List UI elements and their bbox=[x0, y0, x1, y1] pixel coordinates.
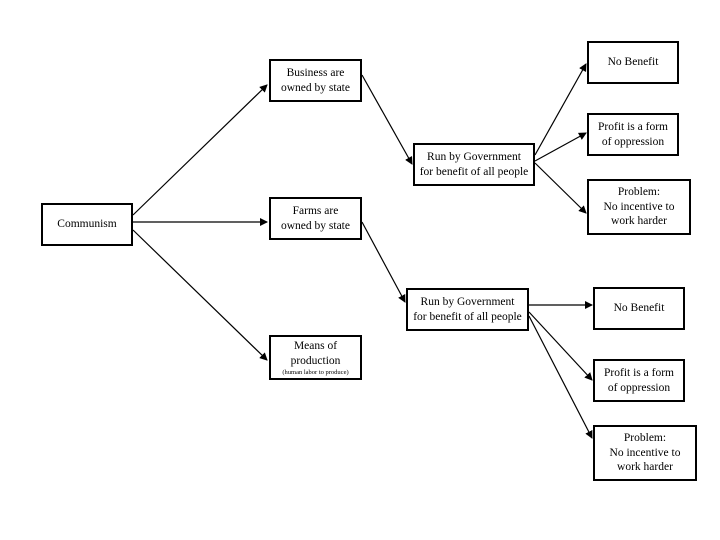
node-business-line2: owned by state bbox=[281, 81, 350, 94]
node-farms-line1: Farms are bbox=[292, 204, 339, 217]
arrow-rungov-top-profit bbox=[534, 132, 587, 162]
node-problem-top: Problem: No incentive to work harder bbox=[587, 179, 691, 235]
node-no-benefit-top: No Benefit bbox=[587, 41, 679, 84]
node-communism-label: Communism bbox=[57, 218, 117, 231]
node-rungov-top-line1: Run by Government bbox=[427, 150, 521, 163]
arrow-communism-means bbox=[132, 229, 268, 361]
node-business-owned-by-state: Business are owned by state bbox=[269, 59, 362, 102]
node-profit-oppression-top: Profit is a form of oppression bbox=[587, 113, 679, 156]
node-problem-bottom-line1: Problem: bbox=[623, 431, 667, 444]
node-means-line2: production bbox=[290, 354, 341, 367]
node-profit-bottom-line2: of oppression bbox=[607, 381, 671, 394]
node-farms-owned-by-state: Farms are owned by state bbox=[269, 197, 362, 240]
node-means-note: (human labor to produce) bbox=[282, 368, 349, 376]
node-problem-top-line3: work harder bbox=[611, 215, 667, 228]
node-run-by-government-top: Run by Government for benefit of all peo… bbox=[413, 143, 535, 186]
node-profit-top-line2: of oppression bbox=[601, 135, 665, 148]
node-business-line1: Business are bbox=[286, 66, 345, 79]
node-no-benefit-top-label: No Benefit bbox=[607, 56, 659, 69]
node-rungov-bottom-line1: Run by Government bbox=[420, 295, 515, 308]
node-profit-oppression-bottom: Profit is a form of oppression bbox=[593, 359, 685, 402]
node-problem-bottom-line2: No incentive to bbox=[609, 446, 681, 459]
arrow-rungov-bottom-profit bbox=[528, 311, 593, 381]
node-communism: Communism bbox=[41, 203, 133, 246]
node-means-of-production: Means of production (human labor to prod… bbox=[269, 335, 362, 380]
node-profit-bottom-line1: Profit is a form bbox=[604, 366, 674, 379]
arrow-rungov-top-nobenefit bbox=[534, 63, 587, 156]
node-run-by-government-bottom: Run by Government for benefit of all peo… bbox=[406, 288, 529, 331]
node-problem-bottom: Problem: No incentive to work harder bbox=[593, 425, 697, 481]
arrow-communism-business bbox=[132, 84, 268, 216]
node-no-benefit-bottom-label: No Benefit bbox=[613, 302, 665, 315]
node-problem-top-line2: No incentive to bbox=[603, 200, 675, 213]
node-problem-bottom-line3: work harder bbox=[617, 461, 673, 474]
node-rungov-bottom-line2: for benefit of all people bbox=[413, 310, 522, 323]
node-rungov-top-line2: for benefit of all people bbox=[419, 165, 529, 178]
node-farms-line2: owned by state bbox=[281, 219, 350, 232]
arrow-business-rungov-top bbox=[361, 74, 413, 165]
node-means-line1: Means of bbox=[293, 339, 338, 352]
node-no-benefit-bottom: No Benefit bbox=[593, 287, 685, 330]
node-problem-top-line1: Problem: bbox=[617, 185, 661, 198]
arrow-farms-rungov-bottom bbox=[361, 221, 406, 303]
arrow-rungov-bottom-problem bbox=[528, 315, 593, 439]
node-profit-top-line1: Profit is a form bbox=[598, 120, 668, 133]
arrow-rungov-top-problem bbox=[534, 162, 587, 214]
